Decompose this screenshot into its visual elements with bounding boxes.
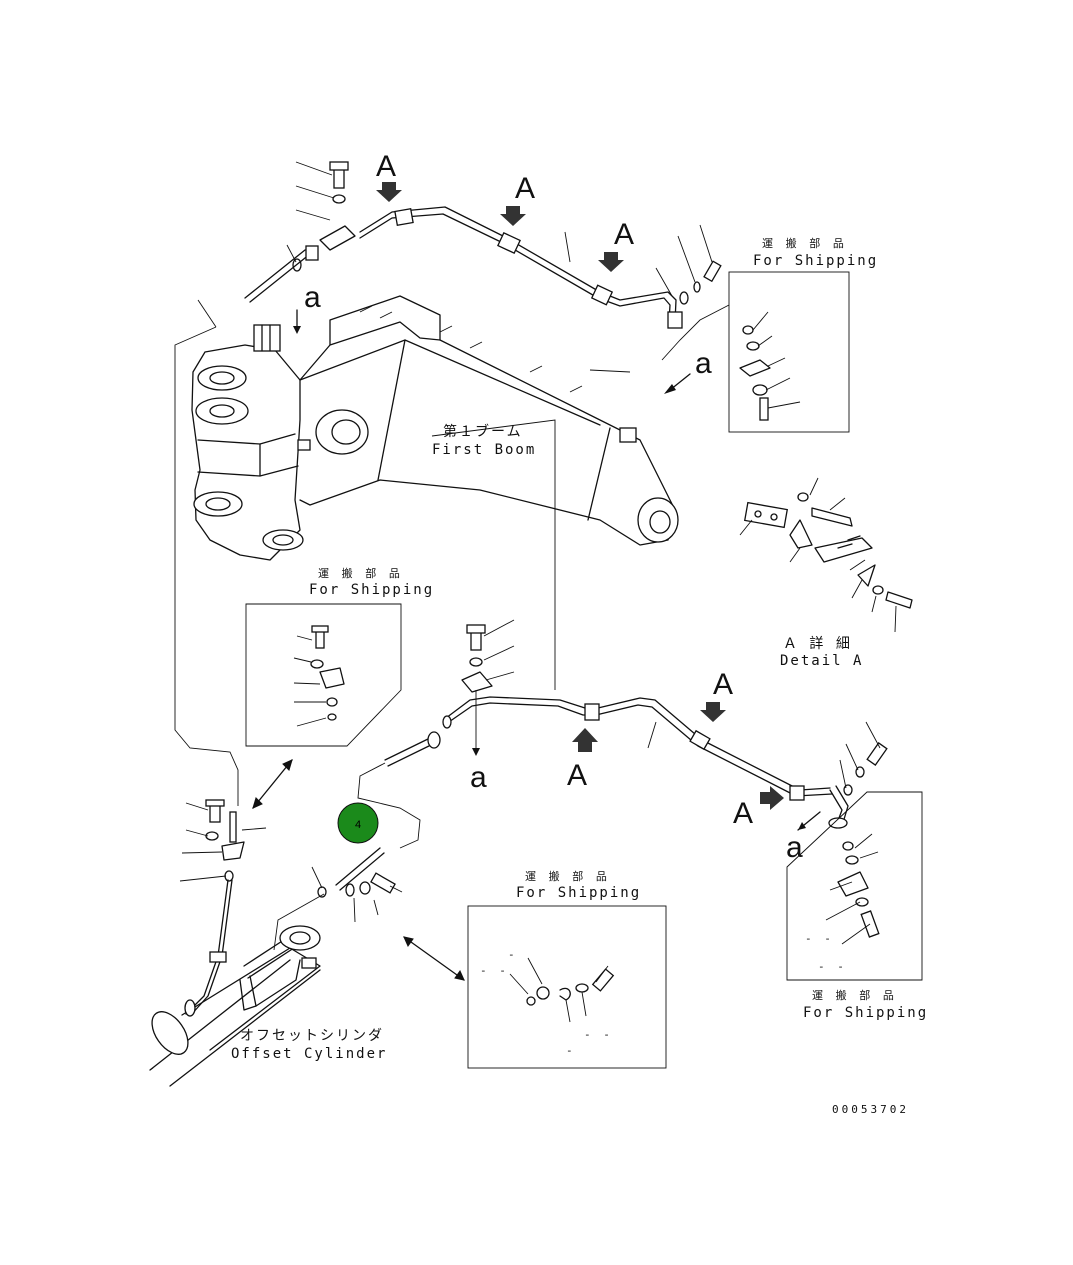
offset-cylinder-area: オフセットシリンダ Offset Cylinder [149, 762, 421, 1087]
view-mark-a-lower-far-right: a [786, 831, 803, 864]
view-mark-a-4: A [713, 668, 733, 701]
view-mark-a-2: A [515, 172, 535, 205]
view-mark-a-3: A [614, 218, 634, 251]
shipping-box-lower-center: 運 搬 部 品 For Shipping - - - - - - [467, 869, 667, 1069]
detail-a: Ａ 詳 細 Detail A [739, 477, 913, 669]
shipping-label-en: For Shipping [516, 885, 641, 901]
view-arrows-upper: A A A a a [293, 150, 712, 394]
shipping-box-middle-left: 運 搬 部 品 For Shipping [245, 566, 434, 747]
cylinder-label-en: Offset Cylinder [231, 1046, 387, 1062]
dash-mark: - - [480, 964, 509, 977]
view-mark-a-lower-right: a [695, 347, 712, 380]
double-arrows [252, 759, 465, 981]
callout-number[interactable]: 4 [355, 819, 361, 831]
shipping-label-jp: 運 搬 部 品 [762, 236, 847, 250]
shipping-box-lower-right: - - - - 運 搬 部 品 For Shipping [786, 791, 928, 1021]
dash-mark: - - [805, 932, 834, 945]
detail-label-en: Detail A [780, 653, 863, 669]
shipping-box-upper-right: 運 搬 部 品 For Shipping [661, 236, 878, 433]
first-boom: 第１ブーム First Boom [174, 295, 679, 806]
view-mark-a-5: A [567, 759, 587, 792]
shipping-label-en: For Shipping [309, 582, 434, 598]
shipping-label-en: For Shipping [753, 253, 878, 269]
boom-label-en: First Boom [432, 442, 536, 458]
dash-mark: - - [818, 960, 847, 973]
callout-badge[interactable]: 4 [337, 802, 379, 844]
callout-circle[interactable] [337, 802, 379, 844]
view-mark-a-lower-left: a [304, 281, 321, 314]
upper-pipe-assembly [197, 161, 722, 373]
view-mark-a-lower-mid: a [470, 761, 487, 794]
dash-mark: - [566, 1044, 576, 1057]
view-mark-a-6: A [733, 797, 753, 830]
shipping-label-jp: 運 搬 部 品 [318, 566, 403, 580]
shipping-label-jp: 運 搬 部 品 [525, 869, 610, 883]
dash-mark: - - [584, 1028, 613, 1041]
view-mark-a-1: A [376, 150, 396, 183]
detail-label-jp: Ａ 詳 細 [783, 636, 852, 652]
dash-mark: - [508, 948, 518, 961]
drawing-number: 00053702 [832, 1103, 909, 1116]
cylinder-label-jp: オフセットシリンダ [240, 1028, 384, 1044]
shipping-label-jp: 運 搬 部 品 [812, 988, 897, 1002]
shipping-label-en: For Shipping [803, 1005, 928, 1021]
lower-pipe-assembly: A A A a a [384, 619, 888, 864]
